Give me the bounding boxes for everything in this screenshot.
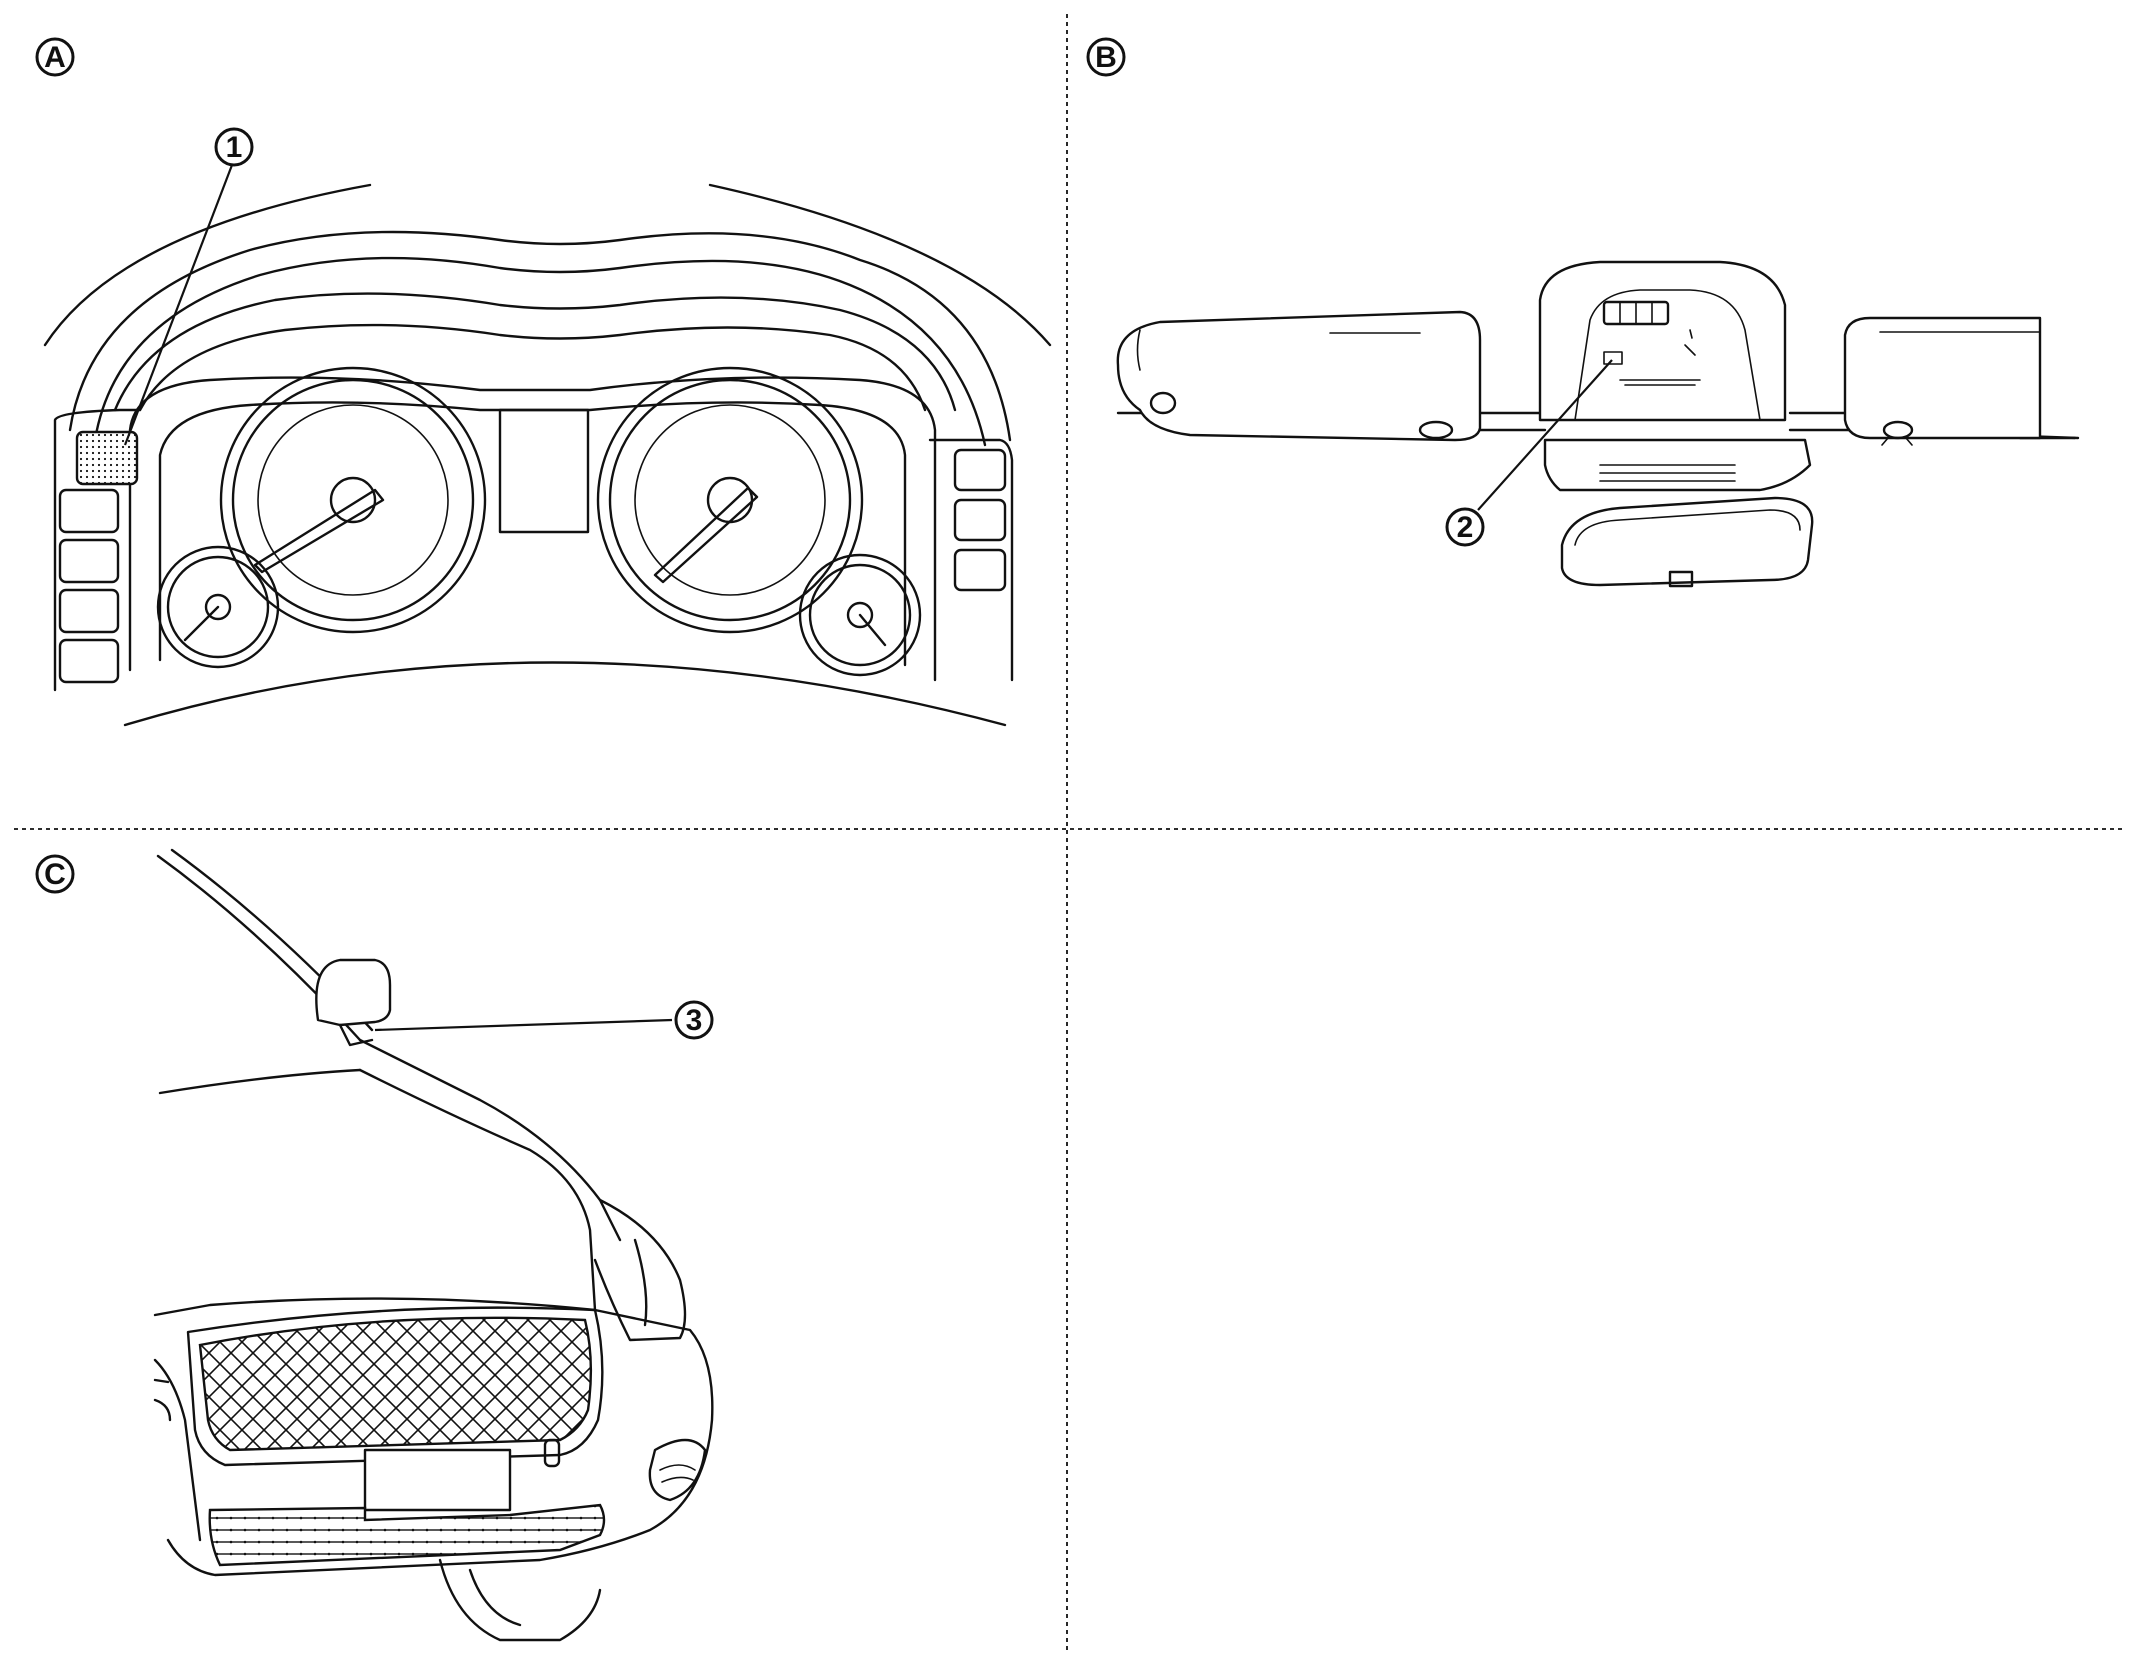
right-small-gauge [798,553,922,677]
panel-label-a-text: A [44,41,66,74]
rearview-mirror [1543,438,1814,588]
car-front-drawing [153,848,714,1642]
callout-2-text: 2 [1457,511,1474,544]
callout-3-text: 3 [686,1004,703,1037]
right-sun-visor [1843,316,2042,446]
instrument-cluster-drawing [43,183,1052,727]
left-main-gauge [219,366,487,634]
quadrant-dividers [14,14,2122,1650]
callout-3: 3 [374,1000,714,1040]
left-small-gauge [156,545,280,669]
callout-2: 2 [1445,359,1613,547]
center-display [498,408,590,534]
panel-label-c-text: C [44,858,66,891]
right-switch-stack [953,448,1007,592]
side-mirror [315,958,392,1047]
front-grille [186,1306,604,1467]
callout-1: 1 [123,127,254,446]
callout-1-text: 1 [226,131,243,164]
lower-intake [208,1503,606,1567]
left-sun-visor [1116,310,1482,442]
license-plate [363,1448,512,1512]
highlighted-switch [75,430,139,486]
panel-label-b-text: B [1095,41,1117,74]
right-main-gauge [596,366,864,634]
panel-label-c: C [35,854,75,894]
left-switch-stack [58,488,120,684]
panel-label-b: B [1086,37,1126,77]
overhead-console [1538,260,1787,422]
overhead-console-drawing [1116,260,2080,588]
fog-light [648,1438,707,1502]
panel-label-a: A [35,37,75,77]
